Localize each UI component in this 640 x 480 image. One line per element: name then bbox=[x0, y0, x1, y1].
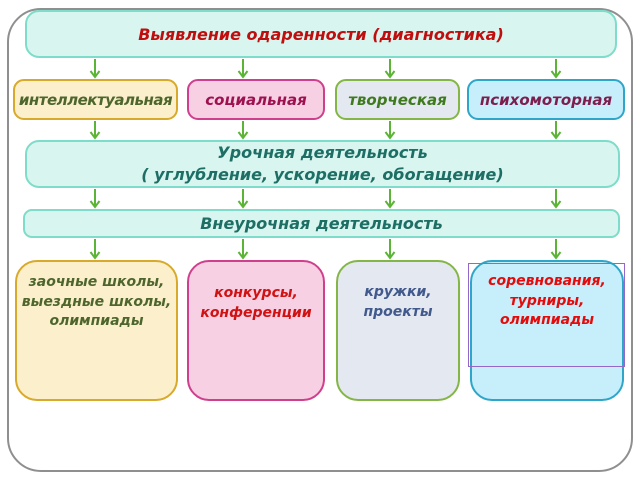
outcome-line: конференции bbox=[200, 304, 312, 321]
category-social-box: социальная bbox=[187, 79, 325, 120]
outcome-contests-box: конкурсы, конференции bbox=[187, 260, 325, 401]
outcome-line: турниры, bbox=[509, 292, 585, 309]
diagnostics-title: Выявление одаренности (диагностика) bbox=[138, 24, 504, 44]
outcome-line: конкурсы, bbox=[214, 285, 298, 301]
extracurricular-label: Внеурочная деятельность bbox=[200, 214, 443, 233]
category-social-label: социальная bbox=[205, 90, 307, 109]
category-intellectual-label: интеллектуальная bbox=[18, 90, 173, 109]
extracurricular-box: Внеурочная деятельность bbox=[23, 209, 620, 238]
lesson-activity-line1: Урочная деятельность bbox=[217, 143, 428, 163]
outcome-line: соревнования, bbox=[488, 273, 606, 289]
outcome-line: кружки, bbox=[364, 284, 432, 300]
outcome-line: заочные школы, bbox=[28, 274, 165, 290]
category-creative-label: творческая bbox=[348, 90, 447, 109]
outcome-line: олимпиады bbox=[499, 312, 595, 329]
outcome-line: проекты bbox=[363, 303, 433, 320]
category-psychomotor-box: психомоторная bbox=[467, 79, 625, 120]
selection-rectangle bbox=[468, 263, 625, 367]
slide-frame bbox=[7, 8, 633, 472]
lesson-activity-box: Урочная деятельность ( углубление, ускор… bbox=[25, 140, 620, 188]
category-creative-box: творческая bbox=[335, 79, 460, 120]
outcome-line: выездные школы, bbox=[21, 293, 172, 310]
diagnostics-title-box: Выявление одаренности (диагностика) bbox=[25, 10, 617, 58]
outcome-competitions-box: соревнования, турниры, олимпиады bbox=[470, 260, 624, 401]
outcome-line: олимпиады bbox=[49, 313, 144, 330]
category-intellectual-box: интеллектуальная bbox=[13, 79, 178, 120]
lesson-activity-line2: ( углубление, ускорение, обогащение) bbox=[141, 165, 504, 184]
category-psychomotor-label: психомоторная bbox=[479, 90, 613, 109]
outcome-clubs-projects-box: кружки, проекты bbox=[336, 260, 460, 401]
outcome-correspondence-schools-box: заочные школы, выездные школы, олимпиады bbox=[15, 260, 178, 401]
